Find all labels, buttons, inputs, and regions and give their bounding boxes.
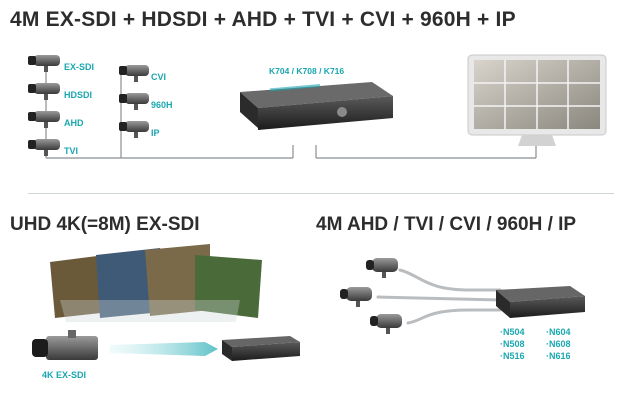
camera-icon — [366, 258, 398, 278]
model-item: ·N516 — [500, 351, 525, 361]
surveillance-photo-collage — [50, 244, 262, 322]
camera-label-ahd: AHD — [64, 118, 84, 128]
camera-icon — [340, 287, 372, 307]
model-item: ·N604 — [546, 327, 571, 337]
models-column-1: ·N504 ·N508 ·N516 — [500, 326, 525, 362]
left-camera-column — [28, 55, 60, 156]
section-divider — [28, 193, 614, 194]
camera-label-tvi: TVI — [64, 146, 79, 156]
camera-label-ip: IP — [151, 128, 160, 138]
uhd-dvr-image — [222, 336, 300, 361]
camera-label-ex-sdi: EX-SDI — [64, 62, 95, 72]
uhd-camera-image — [32, 330, 98, 360]
right-camera-column — [119, 65, 149, 138]
model-item: ·N608 — [546, 339, 571, 349]
ahd-section-title: 4M AHD / TVI / CVI / 960H / IP — [316, 214, 577, 235]
model-item: ·N504 — [500, 327, 525, 337]
dvr-recorder-image — [240, 82, 393, 130]
monitor-image — [467, 54, 607, 146]
ahd-dvr-image — [496, 286, 585, 318]
dvr-model-label: K704 / K708 / K716 — [269, 66, 345, 76]
camera-icon — [28, 139, 60, 156]
uhd-section-title: UHD 4K(=8M) EX-SDI — [10, 214, 200, 235]
camera-icon — [119, 65, 149, 82]
camera-label-hdsdi: HDSDI — [64, 90, 93, 100]
main-title: 4M EX-SDI + HDSDI + AHD + TVI + CVI + 96… — [10, 8, 516, 31]
model-item: ·N508 — [500, 339, 525, 349]
camera-icon — [119, 121, 149, 138]
signal-arrow — [110, 342, 218, 356]
ahd-cable-lines — [376, 268, 502, 325]
camera-icon — [370, 314, 402, 334]
camera-label-960h: 960H — [151, 100, 173, 110]
camera-label-cvi: CVI — [151, 72, 167, 82]
model-item: ·N616 — [546, 351, 571, 361]
uhd-camera-label: 4K EX-SDI — [42, 370, 87, 380]
camera-icon — [28, 111, 60, 128]
models-column-2: ·N604 ·N608 ·N616 — [546, 326, 571, 362]
ahd-camera-icons — [340, 258, 402, 334]
camera-icon — [28, 55, 60, 72]
camera-icon — [28, 83, 60, 100]
camera-icon — [119, 93, 149, 110]
